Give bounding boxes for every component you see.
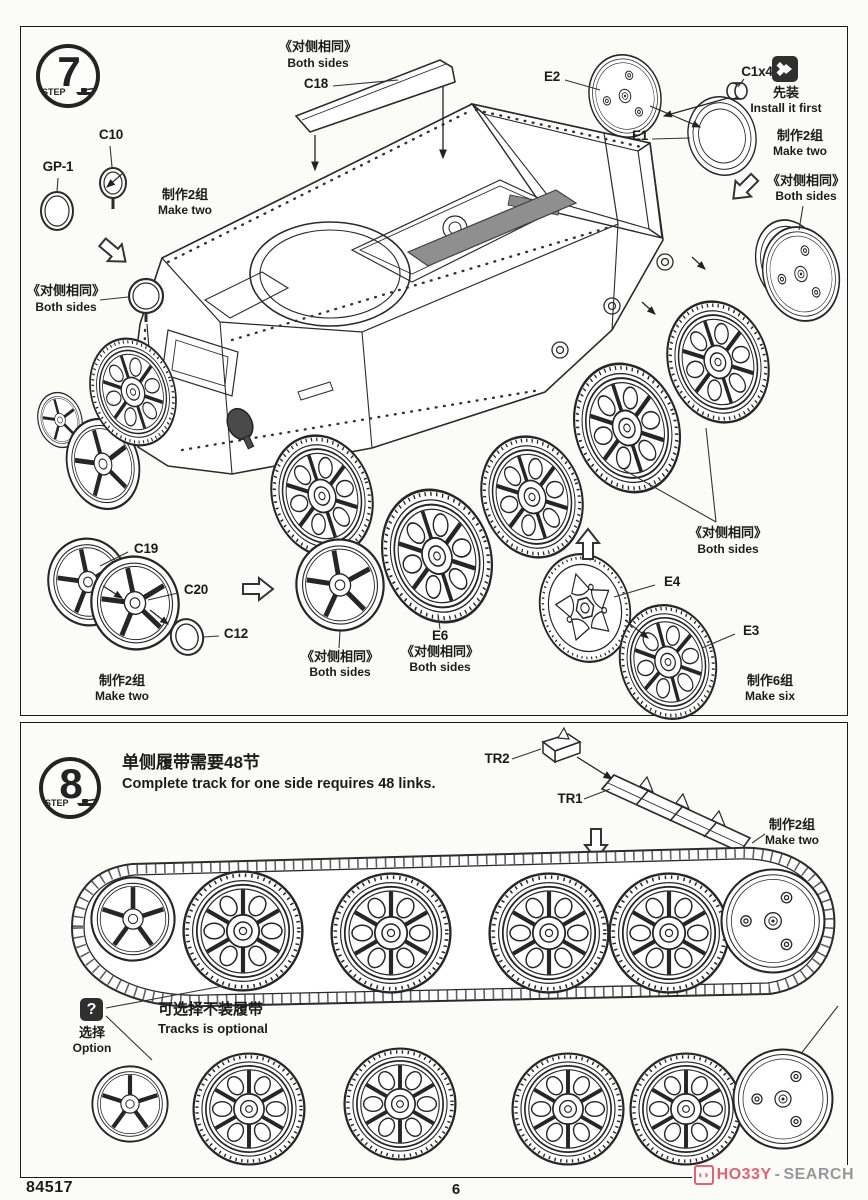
make-two-note: 制作2组: [161, 187, 209, 202]
hobby-search-watermark: ◖◗ HO33Y - SEARCH: [691, 1165, 856, 1185]
install-first-icon: [772, 56, 798, 82]
tracks-optional-note-en: Tracks is optional: [158, 1021, 268, 1036]
watermark-brand: HO33Y: [716, 1166, 772, 1183]
make-two-note-en: Make two: [772, 144, 828, 158]
step-number: 7: [57, 47, 80, 95]
step-label: STEP: [42, 87, 66, 97]
both-sides-note-en: Both sides: [309, 665, 371, 679]
part-label-c20: C20: [183, 582, 209, 597]
tracks-optional-note: 可选择不装履带: [158, 1001, 264, 1018]
both-sides-note: 《对侧相同》: [766, 173, 846, 188]
page-number: 6: [451, 1181, 461, 1198]
double-chevron-icon: [776, 62, 792, 76]
both-sides-note-en: Both sides: [697, 542, 759, 556]
tank-icon: [76, 87, 94, 95]
both-sides-note: 《对侧相同》: [278, 39, 358, 54]
step7-badge: 7 STEP: [36, 44, 100, 108]
make-two-note: 制作2组: [768, 817, 816, 832]
part-label-e4: E4: [663, 574, 681, 589]
both-sides-note: 《对侧相同》: [300, 649, 380, 664]
step8-title-en: Complete track for one side requires 48 …: [122, 776, 436, 792]
part-label-e3: E3: [742, 623, 760, 638]
both-sides-note: 《对侧相同》: [688, 525, 768, 540]
part-label-c12: C12: [223, 626, 249, 641]
step7-panel: [20, 26, 848, 716]
make-six-note-en: Make six: [744, 689, 796, 703]
option-question-icon: ?: [80, 998, 103, 1021]
make-two-note: 制作2组: [776, 128, 824, 143]
option-note: 选择: [78, 1025, 106, 1040]
tank-icon: [77, 798, 95, 806]
make-two-note-en: Make two: [94, 689, 150, 703]
step8-panel: [20, 722, 848, 1178]
make-six-note: 制作6组: [746, 673, 794, 688]
make-two-note-en: Make two: [764, 833, 820, 847]
install-first-note-en: Install it first: [750, 101, 822, 115]
part-label-e1: E1: [631, 128, 649, 143]
watermark-brand-2: SEARCH: [783, 1166, 854, 1183]
both-sides-note-en: Both sides: [35, 300, 97, 314]
part-label-e6: E6: [431, 628, 449, 643]
part-label-c1x4: C1x4: [741, 64, 773, 79]
question-mark: ?: [86, 1000, 97, 1018]
step8-badge: 8 STEP: [39, 757, 101, 819]
make-two-note: 制作2组: [98, 673, 146, 688]
both-sides-note-en: Both sides: [775, 189, 837, 203]
make-two-note-en: Make two: [157, 203, 213, 217]
watermark-separator: -: [774, 1166, 781, 1183]
hobby-search-logo-icon: ◖◗: [693, 1165, 714, 1185]
step-number: 8: [59, 759, 82, 807]
install-first-note: 先装: [772, 85, 800, 100]
both-sides-note-en: Both sides: [409, 660, 471, 674]
step-label: STEP: [45, 798, 69, 808]
part-label-gp1: GP-1: [42, 159, 74, 174]
both-sides-note-en: Both sides: [287, 56, 349, 70]
kit-number: 84517: [26, 1179, 73, 1196]
part-label-c19: C19: [133, 541, 159, 556]
part-label-c18: C18: [303, 76, 329, 91]
option-note-en: Option: [72, 1041, 112, 1055]
part-label-tr1: TR1: [557, 791, 583, 806]
both-sides-note: 《对侧相同》: [400, 644, 480, 659]
both-sides-note: 《对侧相同》: [26, 283, 106, 298]
part-label-c10: C10: [98, 127, 124, 142]
part-label-tr2: TR2: [484, 751, 510, 766]
step8-title: 单侧履带需要48节: [122, 753, 260, 772]
part-label-e2: E2: [543, 69, 561, 84]
